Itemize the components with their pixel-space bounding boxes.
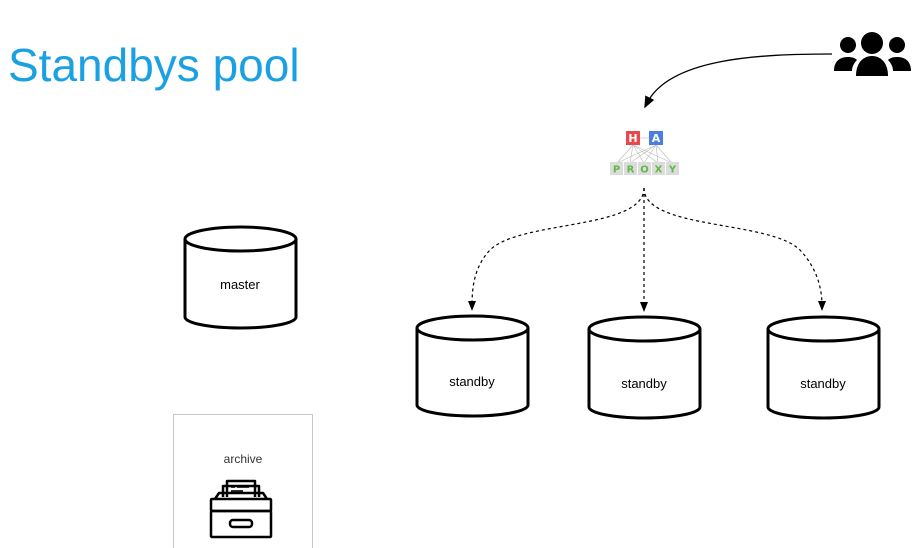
- standby-2-label: standby: [621, 376, 667, 391]
- haproxy-a-letter: A: [652, 132, 661, 145]
- master-database[interactable]: [183, 225, 298, 330]
- proxy-letter-p: P: [613, 165, 620, 176]
- haproxy-logo: H A P R O X Y: [610, 131, 679, 176]
- master-label: master: [220, 277, 260, 292]
- standby-1-label: standby: [449, 374, 495, 389]
- standby-3-label: standby: [800, 376, 846, 391]
- proxy-letter-o: O: [640, 165, 649, 176]
- haproxy-to-standby-1-arrow: [468, 187, 645, 311]
- haproxy-h-box: [626, 131, 640, 145]
- users-to-haproxy-arrow: [644, 53, 833, 109]
- haproxy-h-letter: H: [628, 132, 637, 145]
- proxy-letter-r: R: [627, 165, 635, 176]
- proxy-letter-y: Y: [668, 165, 677, 176]
- haproxy-a-box: [649, 131, 663, 145]
- page-title: Standbys pool: [8, 39, 300, 91]
- standby-database-3[interactable]: [766, 315, 881, 420]
- archive-drawer-icon: [209, 479, 273, 539]
- standby-database-1[interactable]: [415, 314, 530, 418]
- users-group-icon: [834, 32, 911, 76]
- haproxy-to-standby-3-arrow: [643, 187, 826, 311]
- archive-label: archive: [223, 452, 263, 466]
- standby-database-2[interactable]: [587, 315, 702, 420]
- archive-node[interactable]: archive: [173, 414, 313, 548]
- proxy-letter-x: X: [655, 165, 663, 176]
